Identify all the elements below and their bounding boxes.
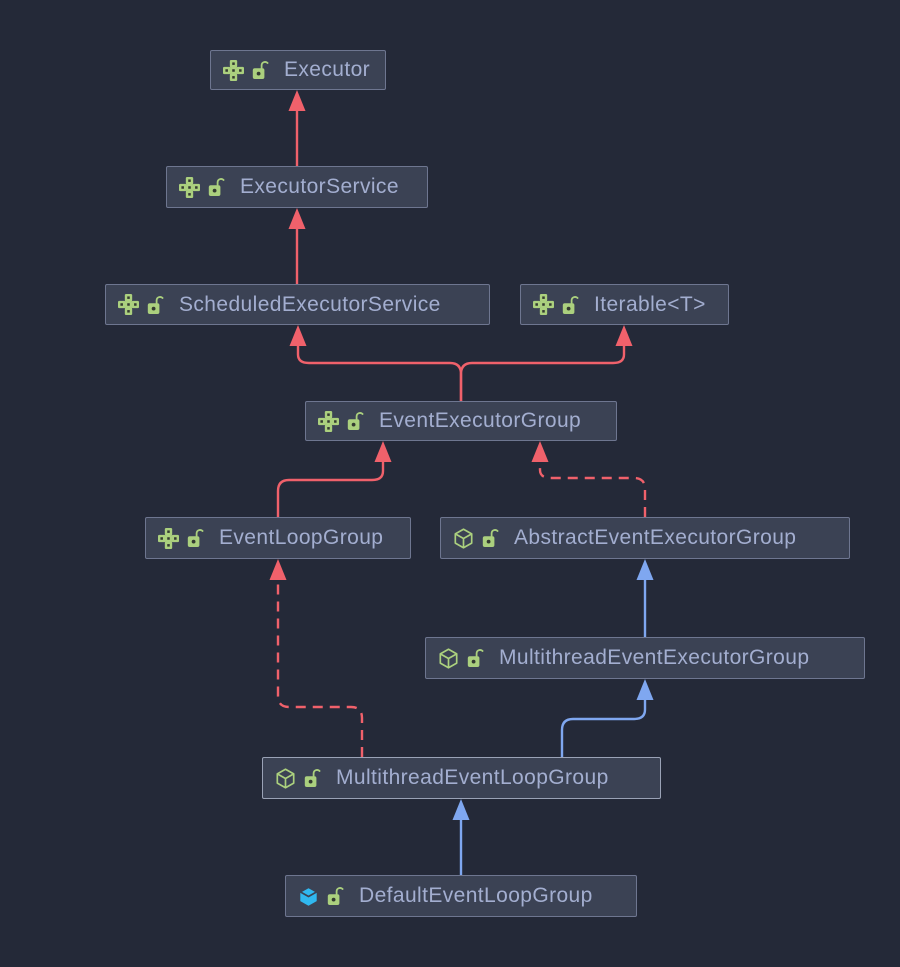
class-node-executor-service[interactable]: ExecutorService bbox=[166, 166, 428, 208]
arrowhead-icon bbox=[288, 90, 306, 111]
class-name-label: EventLoopGroup bbox=[219, 526, 384, 549]
class-name-label: Iterable<T> bbox=[594, 292, 706, 316]
class-node-abstract-event-executor-group[interactable]: AbstractEventExecutorGroup bbox=[440, 517, 850, 559]
class-node-executor[interactable]: Executor bbox=[210, 50, 386, 90]
class-name-label: MultithreadEventExecutorGroup bbox=[499, 646, 810, 669]
edge-event-loop-group-to-event-executor-group-extends bbox=[276, 462, 385, 517]
class-node-event-loop-group[interactable]: EventLoopGroup bbox=[145, 517, 411, 559]
arrowhead-icon bbox=[636, 679, 654, 700]
interface-icon bbox=[158, 527, 179, 549]
unlocked-padlock-icon bbox=[187, 529, 204, 547]
class-icon bbox=[299, 885, 318, 906]
arrowhead-icon bbox=[269, 559, 287, 580]
arrowhead-icon bbox=[288, 208, 306, 229]
class-node-scheduled-executor-service[interactable]: ScheduledExecutorService bbox=[105, 284, 490, 325]
unlocked-padlock-icon bbox=[327, 887, 344, 905]
arrowhead-icon bbox=[452, 799, 470, 820]
interface-icon bbox=[118, 294, 139, 315]
abstract-class-icon bbox=[454, 527, 473, 549]
unlocked-padlock-icon bbox=[482, 529, 499, 547]
arrowhead-icon bbox=[636, 559, 654, 580]
class-node-multithread-event-loop-group[interactable]: MultithreadEventLoopGroup bbox=[262, 757, 661, 799]
edge-multithread-event-loop-group-to-event-loop-group-implements bbox=[276, 580, 364, 757]
unlocked-padlock-icon bbox=[347, 412, 364, 430]
class-name-label: MultithreadEventLoopGroup bbox=[336, 766, 609, 789]
class-name-label: ExecutorService bbox=[240, 175, 399, 198]
unlocked-padlock-icon bbox=[304, 769, 321, 787]
class-node-default-event-loop-group[interactable]: DefaultEventLoopGroup bbox=[285, 875, 637, 917]
interface-icon bbox=[318, 410, 339, 432]
class-name-label: AbstractEventExecutorGroup bbox=[514, 526, 797, 549]
edge-abstract-event-executor-group-to-event-executor-group-implements bbox=[538, 462, 647, 517]
edge-event-executor-group-to-iterable-extends bbox=[459, 346, 626, 401]
arrowhead-icon bbox=[615, 325, 633, 346]
unlocked-padlock-icon bbox=[562, 295, 579, 314]
abstract-class-icon bbox=[439, 647, 458, 669]
interface-icon bbox=[533, 294, 554, 315]
abstract-class-icon bbox=[276, 767, 295, 789]
edge-multithread-event-loop-group-to-multithread-event-executor-group-extends bbox=[560, 700, 647, 757]
class-name-label: ScheduledExecutorService bbox=[179, 292, 441, 316]
arrowhead-icon bbox=[289, 325, 307, 346]
class-node-event-executor-group[interactable]: EventExecutorGroup bbox=[305, 401, 617, 441]
unlocked-padlock-icon bbox=[208, 178, 225, 196]
arrowhead-icon bbox=[374, 441, 392, 462]
unlocked-padlock-icon bbox=[467, 649, 484, 667]
interface-icon bbox=[179, 176, 200, 198]
class-node-multithread-event-executor-group[interactable]: MultithreadEventExecutorGroup bbox=[425, 637, 865, 679]
class-name-label: EventExecutorGroup bbox=[379, 409, 582, 432]
class-name-label: Executor bbox=[284, 58, 371, 81]
arrowhead-icon bbox=[531, 441, 549, 462]
class-node-iterable[interactable]: Iterable<T> bbox=[520, 284, 729, 325]
class-name-label: DefaultEventLoopGroup bbox=[359, 884, 593, 907]
interface-icon bbox=[223, 59, 244, 81]
unlocked-padlock-icon bbox=[252, 61, 269, 79]
unlocked-padlock-icon bbox=[147, 295, 164, 314]
edge-event-executor-group-to-scheduled-executor-service-extends bbox=[296, 346, 463, 401]
